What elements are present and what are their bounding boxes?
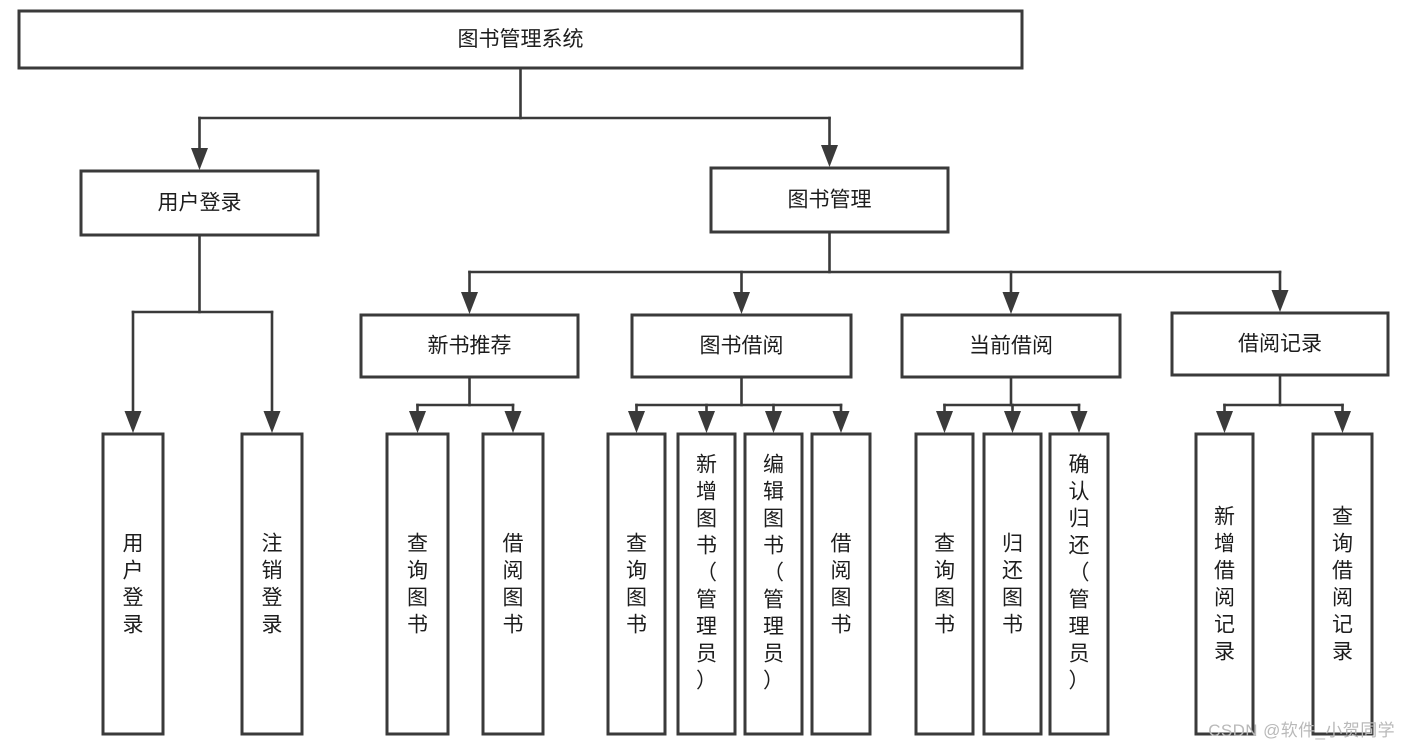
node-label: 用户登录 — [158, 192, 242, 215]
node-l-query-book-1[interactable]: 查询图书 — [385, 432, 450, 736]
arrow-head-icon — [1070, 411, 1088, 433]
node-label: 用户登录 — [123, 532, 144, 636]
node-l-borrow-book-1[interactable]: 借阅图书 — [481, 432, 545, 736]
node-l-borrow-book-2[interactable]: 借阅图书 — [810, 432, 872, 736]
node-l-query-book-2[interactable]: 查询图书 — [606, 432, 667, 736]
arrow-head-icon — [821, 145, 838, 167]
node-label: 新增借阅记录 — [1214, 505, 1235, 663]
node-label: 当前借阅 — [969, 335, 1053, 358]
node-label: 归还图书 — [1002, 532, 1023, 636]
node-box[interactable] — [810, 432, 872, 736]
arrow-head-icon — [1004, 411, 1021, 433]
node-l-logout[interactable]: 注销登录 — [240, 432, 304, 736]
node-box[interactable] — [743, 432, 804, 736]
node-label: 编辑图书（管理员） — [763, 453, 784, 692]
node-n-book-mgmt[interactable]: 图书管理 — [709, 166, 950, 234]
node-l-user-login[interactable]: 用户登录 — [101, 432, 165, 736]
node-label: 图书管理 — [788, 189, 872, 212]
node-l-return-book[interactable]: 归还图书 — [982, 432, 1043, 736]
node-l-add-book[interactable]: 新增图书（管理员） — [676, 432, 737, 736]
node-label: 新书推荐 — [428, 335, 512, 358]
node-l-query-book-3[interactable]: 查询图书 — [914, 432, 975, 736]
node-l-edit-book[interactable]: 编辑图书（管理员） — [743, 432, 804, 736]
arrow-head-icon — [409, 411, 426, 433]
arrow-head-icon — [191, 148, 208, 170]
node-l-add-record[interactable]: 新增借阅记录 — [1194, 432, 1255, 736]
connector-group — [628, 375, 850, 433]
node-label: 注销登录 — [262, 532, 283, 636]
node-box[interactable] — [481, 432, 545, 736]
node-label: 借阅记录 — [1238, 333, 1322, 356]
node-box[interactable] — [1048, 432, 1110, 736]
node-box[interactable] — [606, 432, 667, 736]
connector-group — [191, 66, 838, 170]
node-box[interactable] — [982, 432, 1043, 736]
connector-group — [936, 375, 1088, 433]
node-n-borrow[interactable]: 图书借阅 — [630, 313, 853, 379]
arrow-head-icon — [1216, 411, 1233, 433]
node-box[interactable] — [1194, 432, 1255, 736]
node-box[interactable] — [914, 432, 975, 736]
arrow-head-icon — [765, 411, 782, 433]
node-box[interactable] — [676, 432, 737, 736]
arrow-head-icon — [832, 411, 850, 433]
arrow-head-icon — [1002, 292, 1020, 314]
node-box[interactable] — [240, 432, 304, 736]
node-box[interactable] — [709, 166, 950, 234]
connector-group — [409, 375, 522, 433]
node-label: 查询图书 — [934, 532, 955, 636]
connector-layer — [124, 66, 1351, 433]
node-label: 确认归还（管理员） — [1069, 453, 1090, 692]
connector-group — [1216, 373, 1351, 433]
node-label: 查询图书 — [407, 532, 428, 636]
node-n-record[interactable]: 借阅记录 — [1170, 311, 1390, 377]
arrow-head-icon — [1271, 290, 1289, 312]
arrow-head-icon — [124, 411, 142, 433]
node-layer: 图书管理系统用户登录图书管理新书推荐图书借阅当前借阅借阅记录用户登录注销登录查询… — [17, 9, 1390, 736]
arrow-head-icon — [461, 292, 478, 314]
node-label: 新增图书（管理员） — [696, 453, 717, 692]
node-label: 图书管理系统 — [458, 28, 584, 51]
arrow-head-icon — [263, 411, 281, 433]
node-box[interactable] — [1311, 432, 1374, 736]
node-box[interactable] — [1170, 311, 1390, 377]
node-n-current[interactable]: 当前借阅 — [900, 313, 1122, 379]
arrow-head-icon — [504, 411, 522, 433]
arrow-head-icon — [628, 411, 645, 433]
node-l-query-record[interactable]: 查询借阅记录 — [1311, 432, 1374, 736]
node-box[interactable] — [17, 9, 1024, 70]
node-n-login[interactable]: 用户登录 — [79, 169, 320, 237]
node-box[interactable] — [385, 432, 450, 736]
node-l-confirm-return[interactable]: 确认归还（管理员） — [1048, 432, 1110, 736]
node-box[interactable] — [101, 432, 165, 736]
connector-group — [461, 230, 1289, 314]
node-label: 图书借阅 — [700, 335, 784, 358]
node-box[interactable] — [900, 313, 1122, 379]
node-box[interactable] — [79, 169, 320, 237]
node-label: 借阅图书 — [503, 532, 524, 636]
node-label: 查询借阅记录 — [1332, 505, 1353, 663]
node-label: 查询图书 — [626, 532, 647, 636]
arrow-head-icon — [1334, 411, 1351, 433]
node-n-new-book[interactable]: 新书推荐 — [359, 313, 580, 379]
connector-group — [124, 233, 281, 433]
arrow-head-icon — [936, 411, 953, 433]
node-box[interactable] — [630, 313, 853, 379]
node-box[interactable] — [359, 313, 580, 379]
arrow-head-icon — [698, 411, 715, 433]
arrow-head-icon — [733, 292, 750, 314]
node-root[interactable]: 图书管理系统 — [17, 9, 1024, 70]
node-label: 借阅图书 — [831, 532, 852, 636]
